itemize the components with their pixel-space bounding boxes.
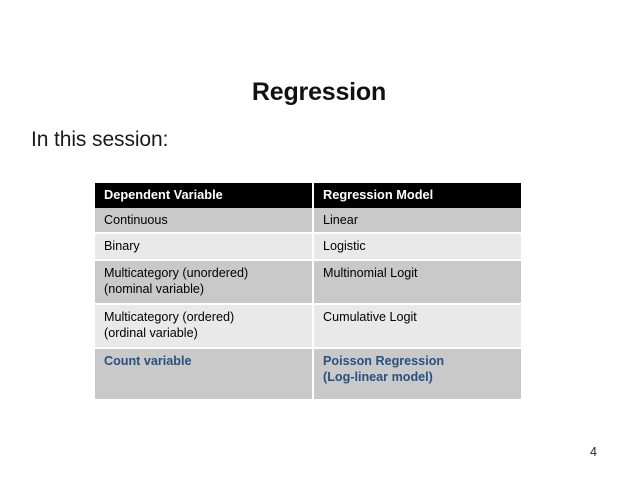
- table-row: Continuous Linear: [95, 207, 521, 234]
- cell-text: Multinomial Logit: [323, 265, 418, 280]
- cell-text: Continuous: [104, 212, 168, 227]
- cell-dependent-variable: Count variable: [95, 348, 312, 399]
- table-row-highlighted: Count variable Poisson Regression (Log-l…: [95, 348, 521, 399]
- cell-text: Cumulative Logit: [323, 309, 417, 324]
- cell-text: Logistic: [323, 239, 366, 253]
- cell-text: Count variable: [104, 353, 192, 368]
- cell-regression-model: Poisson Regression (Log-linear model): [312, 348, 521, 399]
- table-row: Multicategory (unordered) (nominal varia…: [95, 260, 521, 305]
- table-header-row: Dependent Variable Regression Model: [95, 183, 521, 208]
- cell-text-line2: (nominal variable): [104, 282, 205, 296]
- cell-text: Multicategory (unordered): [104, 265, 249, 280]
- cell-text: Linear: [323, 212, 359, 227]
- cell-regression-model: Linear: [312, 207, 521, 234]
- cell-text: Multicategory (ordered): [104, 309, 235, 324]
- column-header-regression-model: Regression Model: [312, 183, 521, 208]
- table-row: Binary Logistic: [95, 234, 521, 261]
- intro-text: In this session:: [31, 128, 169, 151]
- cell-regression-model: Logistic: [312, 234, 521, 261]
- page-title: Regression: [251, 78, 387, 106]
- cell-regression-model: Multinomial Logit: [312, 260, 521, 305]
- cell-text: Poisson Regression: [323, 353, 445, 368]
- table-row: Multicategory (ordered) (ordinal variabl…: [95, 304, 521, 349]
- page-number: 4: [590, 445, 597, 459]
- column-header-dependent-variable: Dependent Variable: [95, 183, 312, 208]
- cell-dependent-variable: Multicategory (unordered) (nominal varia…: [95, 260, 312, 305]
- cell-regression-model: Cumulative Logit: [312, 304, 521, 349]
- cell-text: Binary: [104, 239, 140, 253]
- cell-dependent-variable: Multicategory (ordered) (ordinal variabl…: [95, 304, 312, 349]
- regression-table: Dependent Variable Regression Model Cont…: [95, 183, 521, 399]
- cell-text-line2: (ordinal variable): [104, 326, 198, 340]
- cell-dependent-variable: Binary: [95, 234, 312, 261]
- cell-text-line2: (Log-linear model): [323, 370, 433, 384]
- cell-dependent-variable: Continuous: [95, 207, 312, 234]
